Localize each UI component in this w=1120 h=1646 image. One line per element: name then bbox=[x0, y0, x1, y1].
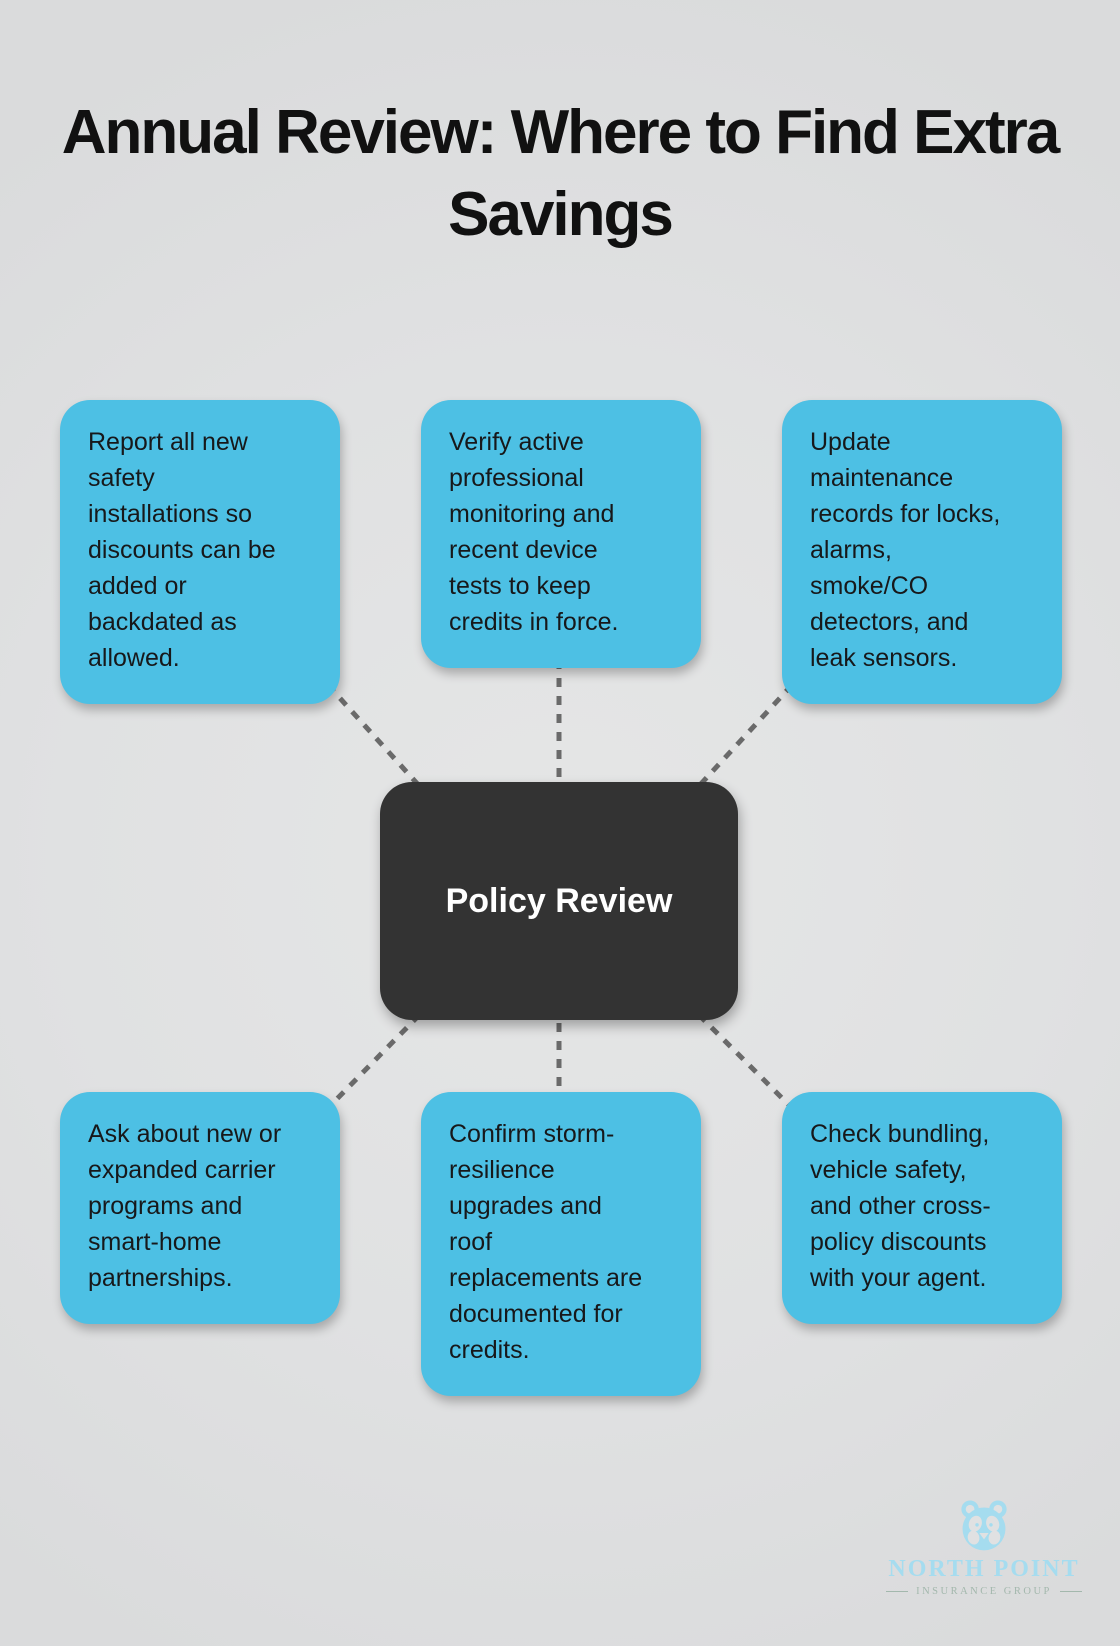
bear-icon bbox=[961, 1500, 1007, 1551]
center-node: Policy Review bbox=[380, 782, 738, 1020]
connector-top-left bbox=[326, 683, 434, 802]
node-top-left: Report all new safety installations so d… bbox=[60, 400, 340, 704]
node-top-middle-text: Verify active professional monitoring an… bbox=[449, 428, 619, 636]
page-title: Annual Review: Where to Find Extra Savin… bbox=[61, 98, 1060, 249]
node-bottom-middle-text: Confirm storm- resilience upgrades and r… bbox=[449, 1120, 643, 1364]
tagline-dash-right bbox=[1059, 1591, 1082, 1592]
node-bottom-right: Check bundling, vehicle safety, and othe… bbox=[782, 1092, 1062, 1324]
node-bottom-middle: Confirm storm- resilience upgrades and r… bbox=[421, 1092, 701, 1396]
tagline-dash-left bbox=[886, 1591, 909, 1592]
logo-tagline: INSURANCE GROUP bbox=[916, 1586, 1052, 1597]
node-bottom-right-text: Check bundling, vehicle safety, and othe… bbox=[810, 1120, 991, 1292]
node-top-right-text: Update maintenance records for locks, al… bbox=[810, 428, 1001, 672]
node-bottom-left: Ask about new or expanded carrier progra… bbox=[60, 1092, 340, 1324]
logo: NORTH POINT INSURANCE GROUP bbox=[858, 1498, 1110, 1597]
node-bottom-left-text: Ask about new or expanded carrier progra… bbox=[88, 1120, 282, 1292]
node-top-right: Update maintenance records for locks, al… bbox=[782, 400, 1062, 704]
connector-top-right bbox=[684, 683, 794, 802]
center-node-label: Policy Review bbox=[445, 881, 673, 920]
node-top-left-text: Report all new safety installations so d… bbox=[88, 428, 276, 672]
logo-name: NORTH POINT bbox=[888, 1556, 1080, 1582]
logo-tagline-row: INSURANCE GROUP bbox=[858, 1586, 1110, 1597]
node-top-middle: Verify active professional monitoring an… bbox=[421, 400, 701, 668]
